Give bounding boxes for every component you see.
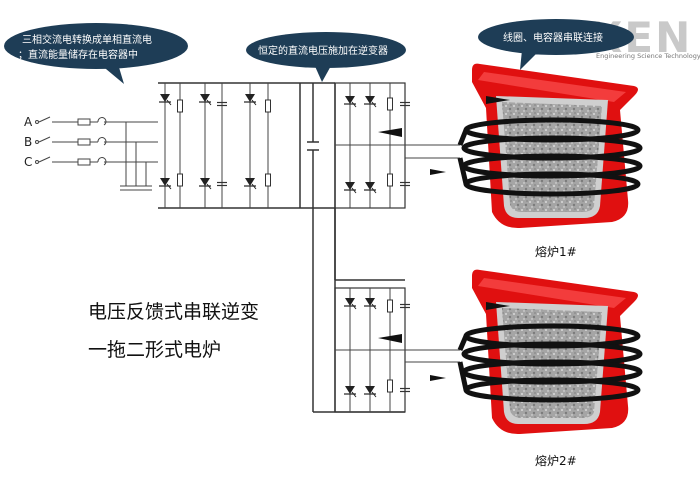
- inverter-1: [334, 82, 460, 209]
- callout-coil: 线圈、电容器串联连接: [478, 19, 634, 70]
- furnace-1-label: 熔炉1#: [535, 244, 577, 259]
- phase-label-a: A: [24, 115, 33, 129]
- caption-line2: 一拖二形式电炉: [88, 339, 221, 361]
- induction-coil-2: [457, 323, 643, 403]
- induction-coil-1: [457, 117, 643, 197]
- callout-inverter-text: 恒定的直流电压施加在逆变器: [258, 44, 388, 57]
- diagram-caption: 电压反馈式串联逆变 一拖二形式电炉: [88, 301, 259, 361]
- phase-label-c: C: [24, 155, 32, 169]
- furnace-2-label: 熔炉2#: [535, 453, 577, 468]
- callout-inverter: 恒定的直流电压施加在逆变器: [246, 32, 406, 82]
- logo-tagline: Engineering Science Technology: [596, 52, 700, 60]
- callout-rectifier-line1: 三相交流电转换成单相直流电: [22, 33, 152, 46]
- phase-inputs: A B C: [24, 115, 158, 191]
- caption-line1: 电压反馈式串联逆变: [88, 301, 259, 323]
- furnace-1: 熔炉1#: [457, 63, 643, 259]
- callout-rectifier: 三相交流电转换成单相直流电 ；直流能量储存在电容器中: [4, 23, 188, 84]
- inverter-2: [334, 287, 460, 413]
- callout-rectifier-line2: ；直流能量储存在电容器中: [18, 48, 138, 61]
- phase-label-b: B: [24, 135, 32, 149]
- callout-coil-text: 线圈、电容器串联连接: [503, 31, 603, 44]
- rectifier-bank: [158, 82, 301, 209]
- furnace-2: 熔炉2#: [457, 269, 643, 468]
